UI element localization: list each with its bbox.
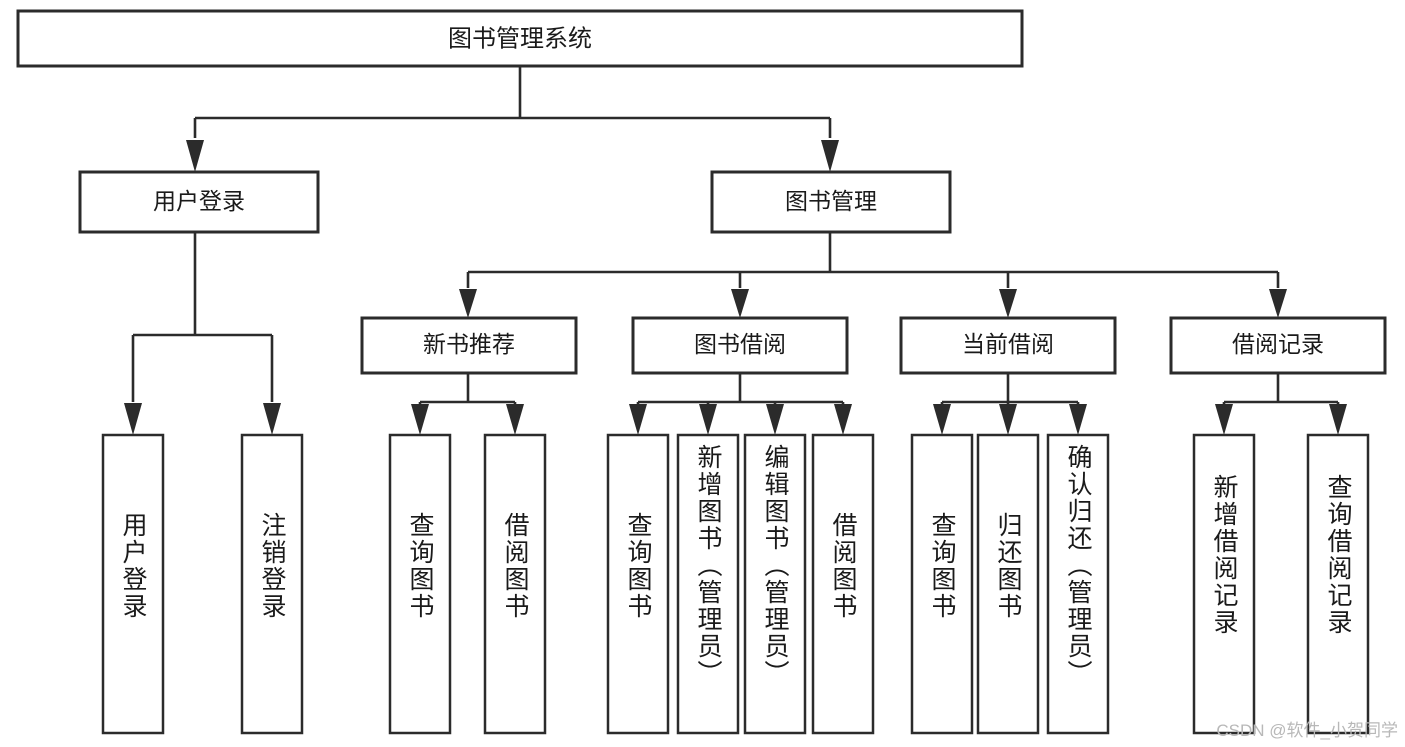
arrow-to-leaf-query-borrow-record bbox=[1329, 404, 1347, 435]
node-current-borrow-box[interactable] bbox=[899, 316, 1117, 375]
node-leaf-query-book-3-label: 查询图书 bbox=[928, 512, 957, 620]
node-leaf-confirm-return[interactable]: 确认归还（管理员） bbox=[1046, 433, 1110, 735]
arrow-to-user-login bbox=[186, 140, 204, 172]
node-leaf-logout-login-label: 注销登录 bbox=[258, 512, 287, 620]
arrow-to-leaf-logout-login bbox=[263, 403, 281, 435]
node-leaf-query-book-1-label: 查询图书 bbox=[406, 512, 435, 620]
node-new-book-recommend[interactable]: 新书推荐 bbox=[360, 316, 578, 375]
node-leaf-add-borrow-record-label: 新增借阅记录 bbox=[1210, 474, 1239, 636]
node-leaf-query-borrow-record[interactable]: 查询借阅记录 bbox=[1306, 433, 1370, 735]
node-leaf-user-login[interactable]: 用户登录 bbox=[101, 433, 165, 735]
node-leaf-return-book-box[interactable] bbox=[976, 433, 1040, 735]
arrow-to-current-borrow bbox=[999, 289, 1017, 318]
arrow-to-leaf-edit-book bbox=[766, 404, 784, 435]
node-leaf-borrow-book-1-label: 借阅图书 bbox=[501, 512, 530, 620]
arrow-to-leaf-add-borrow-record bbox=[1215, 404, 1233, 435]
node-leaf-query-book-1-box[interactable] bbox=[388, 433, 452, 735]
arrow-to-leaf-query-book-1 bbox=[411, 404, 429, 435]
csdn-watermark: CSDN @软件_小贺同学 bbox=[1216, 721, 1398, 740]
node-leaf-query-book-2-box[interactable] bbox=[606, 433, 670, 735]
node-leaf-query-book-1[interactable]: 查询图书 bbox=[388, 433, 452, 735]
node-leaf-add-borrow-record-box[interactable] bbox=[1192, 433, 1256, 735]
node-new-book-recommend-label: 新书推荐 bbox=[423, 331, 515, 357]
node-root[interactable]: 图书管理系统 bbox=[16, 9, 1024, 68]
node-book-management-box[interactable] bbox=[710, 170, 952, 234]
arrow-to-book-management bbox=[821, 140, 839, 172]
node-book-borrow[interactable]: 图书借阅 bbox=[631, 316, 849, 375]
node-leaf-logout-login[interactable]: 注销登录 bbox=[240, 433, 304, 735]
node-leaf-logout-login-box[interactable] bbox=[240, 433, 304, 735]
node-leaf-add-borrow-record[interactable]: 新增借阅记录 bbox=[1192, 433, 1256, 735]
node-root-box[interactable] bbox=[16, 9, 1024, 68]
node-borrow-record[interactable]: 借阅记录 bbox=[1169, 316, 1387, 375]
node-book-borrow-label: 图书借阅 bbox=[694, 331, 786, 357]
node-leaf-query-book-3-box[interactable] bbox=[910, 433, 974, 735]
connector-layer bbox=[124, 66, 1347, 435]
arrow-to-book-borrow bbox=[731, 289, 749, 318]
node-leaf-add-book[interactable]: 新增图书（管理员） bbox=[676, 433, 740, 735]
node-leaf-confirm-return-box[interactable] bbox=[1046, 433, 1110, 735]
node-leaf-query-book-2-label: 查询图书 bbox=[624, 512, 653, 620]
node-current-borrow[interactable]: 当前借阅 bbox=[899, 316, 1117, 375]
arrow-to-leaf-borrow-book-2 bbox=[834, 404, 852, 435]
node-user-login[interactable]: 用户登录 bbox=[78, 170, 320, 234]
node-leaf-borrow-book-1-box[interactable] bbox=[483, 433, 547, 735]
node-leaf-query-borrow-record-label: 查询借阅记录 bbox=[1324, 474, 1353, 636]
node-current-borrow-label: 当前借阅 bbox=[962, 331, 1054, 357]
arrow-to-borrow-record bbox=[1269, 289, 1287, 318]
node-user-login-box[interactable] bbox=[78, 170, 320, 234]
node-user-login-label: 用户登录 bbox=[153, 188, 245, 214]
node-leaf-edit-book-box[interactable] bbox=[743, 433, 807, 735]
arrow-to-leaf-query-book-3 bbox=[933, 404, 951, 435]
node-leaf-return-book[interactable]: 归还图书 bbox=[976, 433, 1040, 735]
arrow-to-leaf-borrow-book-1 bbox=[506, 404, 524, 435]
node-leaf-return-book-label: 归还图书 bbox=[994, 512, 1023, 620]
node-book-management-label: 图书管理 bbox=[785, 188, 877, 214]
node-leaf-query-borrow-record-box[interactable] bbox=[1306, 433, 1370, 735]
node-book-borrow-box[interactable] bbox=[631, 316, 849, 375]
arrow-to-leaf-return-book bbox=[999, 404, 1017, 435]
arrow-to-leaf-add-book bbox=[699, 404, 717, 435]
node-leaf-edit-book[interactable]: 编辑图书（管理员） bbox=[743, 433, 807, 735]
node-borrow-record-label: 借阅记录 bbox=[1232, 331, 1324, 357]
node-leaf-borrow-book-2[interactable]: 借阅图书 bbox=[811, 433, 875, 735]
node-leaf-query-book-2[interactable]: 查询图书 bbox=[606, 433, 670, 735]
arrow-to-leaf-confirm-return bbox=[1069, 404, 1087, 435]
node-leaf-edit-book-label: 编辑图书（管理员） bbox=[761, 444, 790, 687]
arrow-to-new-book-recommend bbox=[459, 289, 477, 318]
node-leaf-add-book-box[interactable] bbox=[676, 433, 740, 735]
node-leaf-user-login-label: 用户登录 bbox=[119, 512, 148, 620]
node-leaf-add-book-label: 新增图书（管理员） bbox=[694, 444, 723, 687]
node-leaf-borrow-book-2-label: 借阅图书 bbox=[829, 512, 858, 620]
node-book-management[interactable]: 图书管理 bbox=[710, 170, 952, 234]
node-root-label: 图书管理系统 bbox=[448, 25, 592, 52]
arrow-to-leaf-user-login bbox=[124, 403, 142, 435]
arrow-to-leaf-query-book-2 bbox=[629, 404, 647, 435]
node-leaf-query-book-3[interactable]: 查询图书 bbox=[910, 433, 974, 735]
node-leaf-borrow-book-2-box[interactable] bbox=[811, 433, 875, 735]
node-new-book-recommend-box[interactable] bbox=[360, 316, 578, 375]
node-borrow-record-box[interactable] bbox=[1169, 316, 1387, 375]
node-leaf-user-login-box[interactable] bbox=[101, 433, 165, 735]
node-leaf-borrow-book-1[interactable]: 借阅图书 bbox=[483, 433, 547, 735]
node-leaf-confirm-return-label: 确认归还（管理员） bbox=[1064, 444, 1093, 687]
